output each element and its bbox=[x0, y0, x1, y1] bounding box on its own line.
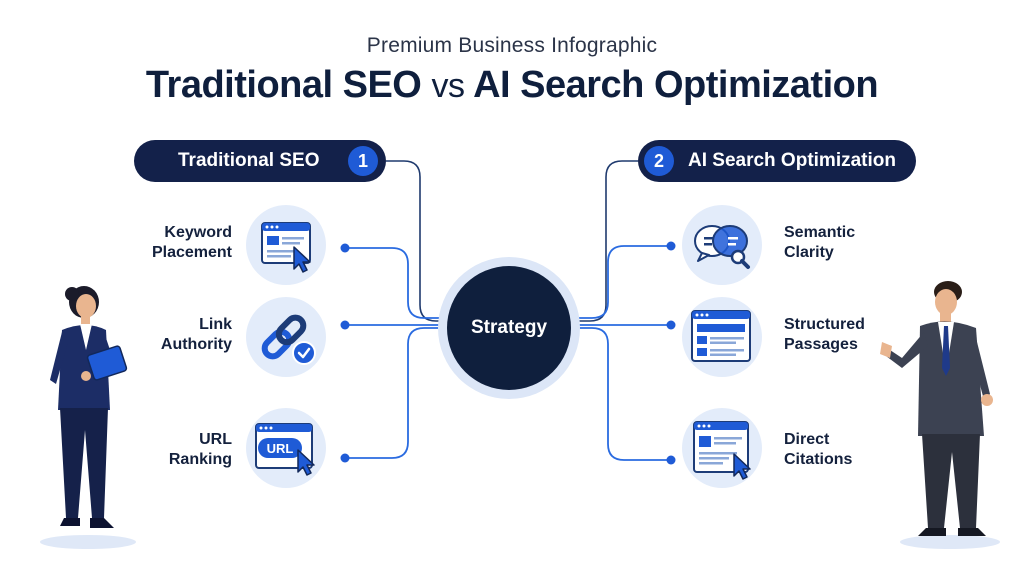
pill-label: AI Search Optimization bbox=[688, 150, 896, 171]
businessman-illustration bbox=[880, 281, 1000, 549]
subtitle: Premium Business Infographic bbox=[366, 34, 658, 57]
connector-right-top bbox=[570, 160, 638, 322]
right-item-2-label: Structured Passages bbox=[784, 316, 865, 353]
left-item-3-label: URL Ranking bbox=[168, 431, 232, 468]
connector-dot bbox=[340, 320, 350, 330]
url-icon-text: URL bbox=[267, 441, 294, 456]
strategy-label: Strategy bbox=[470, 317, 548, 338]
left-item-1-label: Keyword Placement bbox=[151, 224, 232, 261]
connector-left-3 bbox=[345, 327, 452, 459]
title-right: AI Search Optimization bbox=[473, 64, 879, 106]
page-title: Traditional SEO vs AI Search Optimizatio… bbox=[0, 64, 1024, 107]
strategy-hub: Strategy bbox=[447, 266, 571, 390]
left-item-2-label: Link Authority bbox=[160, 316, 232, 353]
connector-right-3 bbox=[570, 327, 671, 461]
ai-search-pill: 2 AI Search Optimization bbox=[638, 140, 916, 182]
connector-dot bbox=[340, 453, 350, 463]
pill-label: Traditional SEO bbox=[178, 150, 320, 171]
businesswoman-illustration bbox=[40, 286, 136, 549]
webpage-cursor-icon bbox=[246, 205, 326, 285]
connector-dot bbox=[666, 455, 676, 465]
right-item-3-label: Direct Citations bbox=[784, 431, 853, 468]
connector-dot bbox=[340, 243, 350, 253]
connector-dot bbox=[666, 320, 676, 330]
title-left: Traditional SEO bbox=[145, 64, 422, 106]
right-item-1-label: Semantic Clarity bbox=[784, 224, 856, 261]
chain-link-check-icon bbox=[246, 297, 326, 377]
title-vs: vs bbox=[431, 67, 465, 105]
url-browser-icon: URL bbox=[246, 408, 326, 488]
connector-left-top bbox=[386, 160, 452, 322]
traditional-seo-pill: Traditional SEO 1 bbox=[134, 140, 386, 182]
structured-page-icon bbox=[682, 297, 762, 377]
pill-number: 1 bbox=[348, 146, 378, 176]
connector-right-1 bbox=[570, 245, 671, 319]
speech-bubbles-magnifier-icon bbox=[682, 205, 762, 285]
connector-left-1 bbox=[345, 247, 452, 319]
document-cursor-icon bbox=[682, 408, 762, 488]
connector-dot bbox=[666, 241, 676, 251]
pill-number: 2 bbox=[644, 146, 674, 176]
